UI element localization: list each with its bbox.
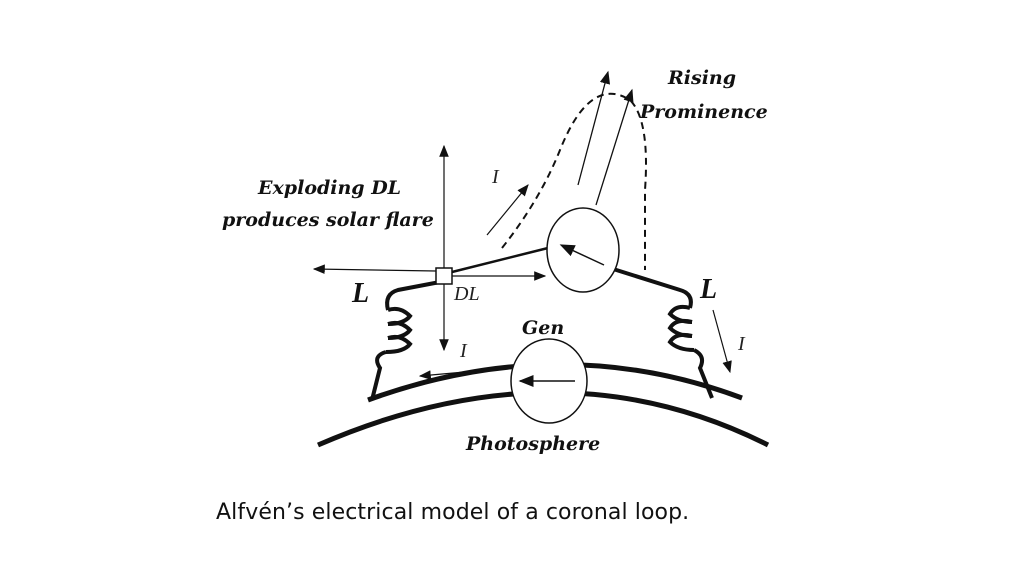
upper-generator-circle [546,207,620,293]
current-arrow-upper [486,184,529,236]
label-prominence: Prominence [639,101,768,123]
dl-arrow-left [312,264,437,274]
label-rising: Rising [667,67,736,89]
label-inductor-left: L [351,278,369,309]
label-exploding-dl: Exploding DL [257,177,401,199]
label-current-right: I [737,333,746,355]
current-arrow-right [712,309,732,374]
prominence-arrow-1 [577,70,611,186]
current-arrow-lower [418,369,488,380]
inductor-left-coil [370,280,441,401]
label-current-upper: I [491,166,500,188]
double-layer-square [435,267,453,285]
label-inductor-right: L [699,274,717,305]
prominence-dashed-loop [501,92,647,270]
inductor-right-coil [609,266,714,399]
prominence-arrow-2 [595,88,634,206]
label-generator: Gen [522,317,564,339]
label-produces-solar-flare: produces solar flare [222,209,434,231]
loop-conductor [451,246,549,274]
upper-generator-arrow [559,244,605,266]
figure-caption: Alfvén’s electrical model of a coronal l… [216,500,690,525]
label-dl: DL [453,283,480,305]
label-current-lower: I [459,340,468,362]
label-photosphere: Photosphere [465,433,600,455]
